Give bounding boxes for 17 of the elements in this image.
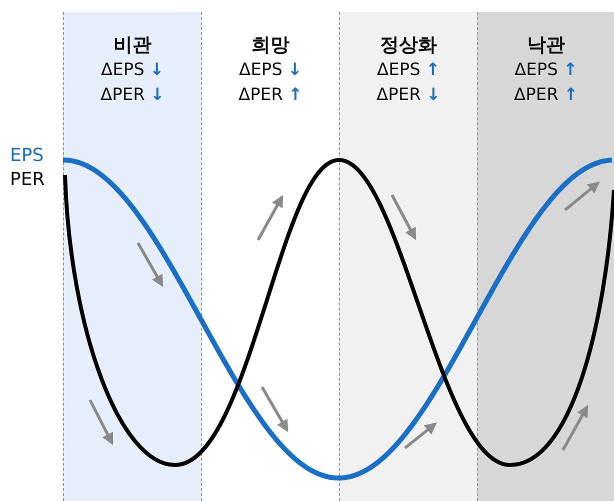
metric-text: ΔPER ↑ (238, 84, 303, 107)
series-label: EPS (10, 145, 44, 167)
metric-text: ΔEPS ↑ (514, 59, 578, 82)
phase-title: 비관 (114, 33, 152, 58)
metric-text: ΔPER ↓ (376, 84, 441, 107)
metric-text: ΔPER ↑ (514, 84, 578, 107)
phase-band (63, 12, 201, 501)
series-label: PER (10, 169, 45, 191)
metric-text: ΔEPS ↓ (238, 59, 302, 82)
phase-title: 낙관 (527, 33, 565, 58)
metric-text: ΔEPS ↑ (376, 59, 440, 82)
phase-title: 희망 (252, 33, 290, 58)
metric-text: ΔEPS ↓ (100, 59, 164, 82)
metric-text: ΔPER ↓ (100, 84, 165, 107)
phase-band (477, 12, 614, 501)
phase-title: 정상화 (380, 33, 437, 58)
phase-band (339, 12, 477, 501)
